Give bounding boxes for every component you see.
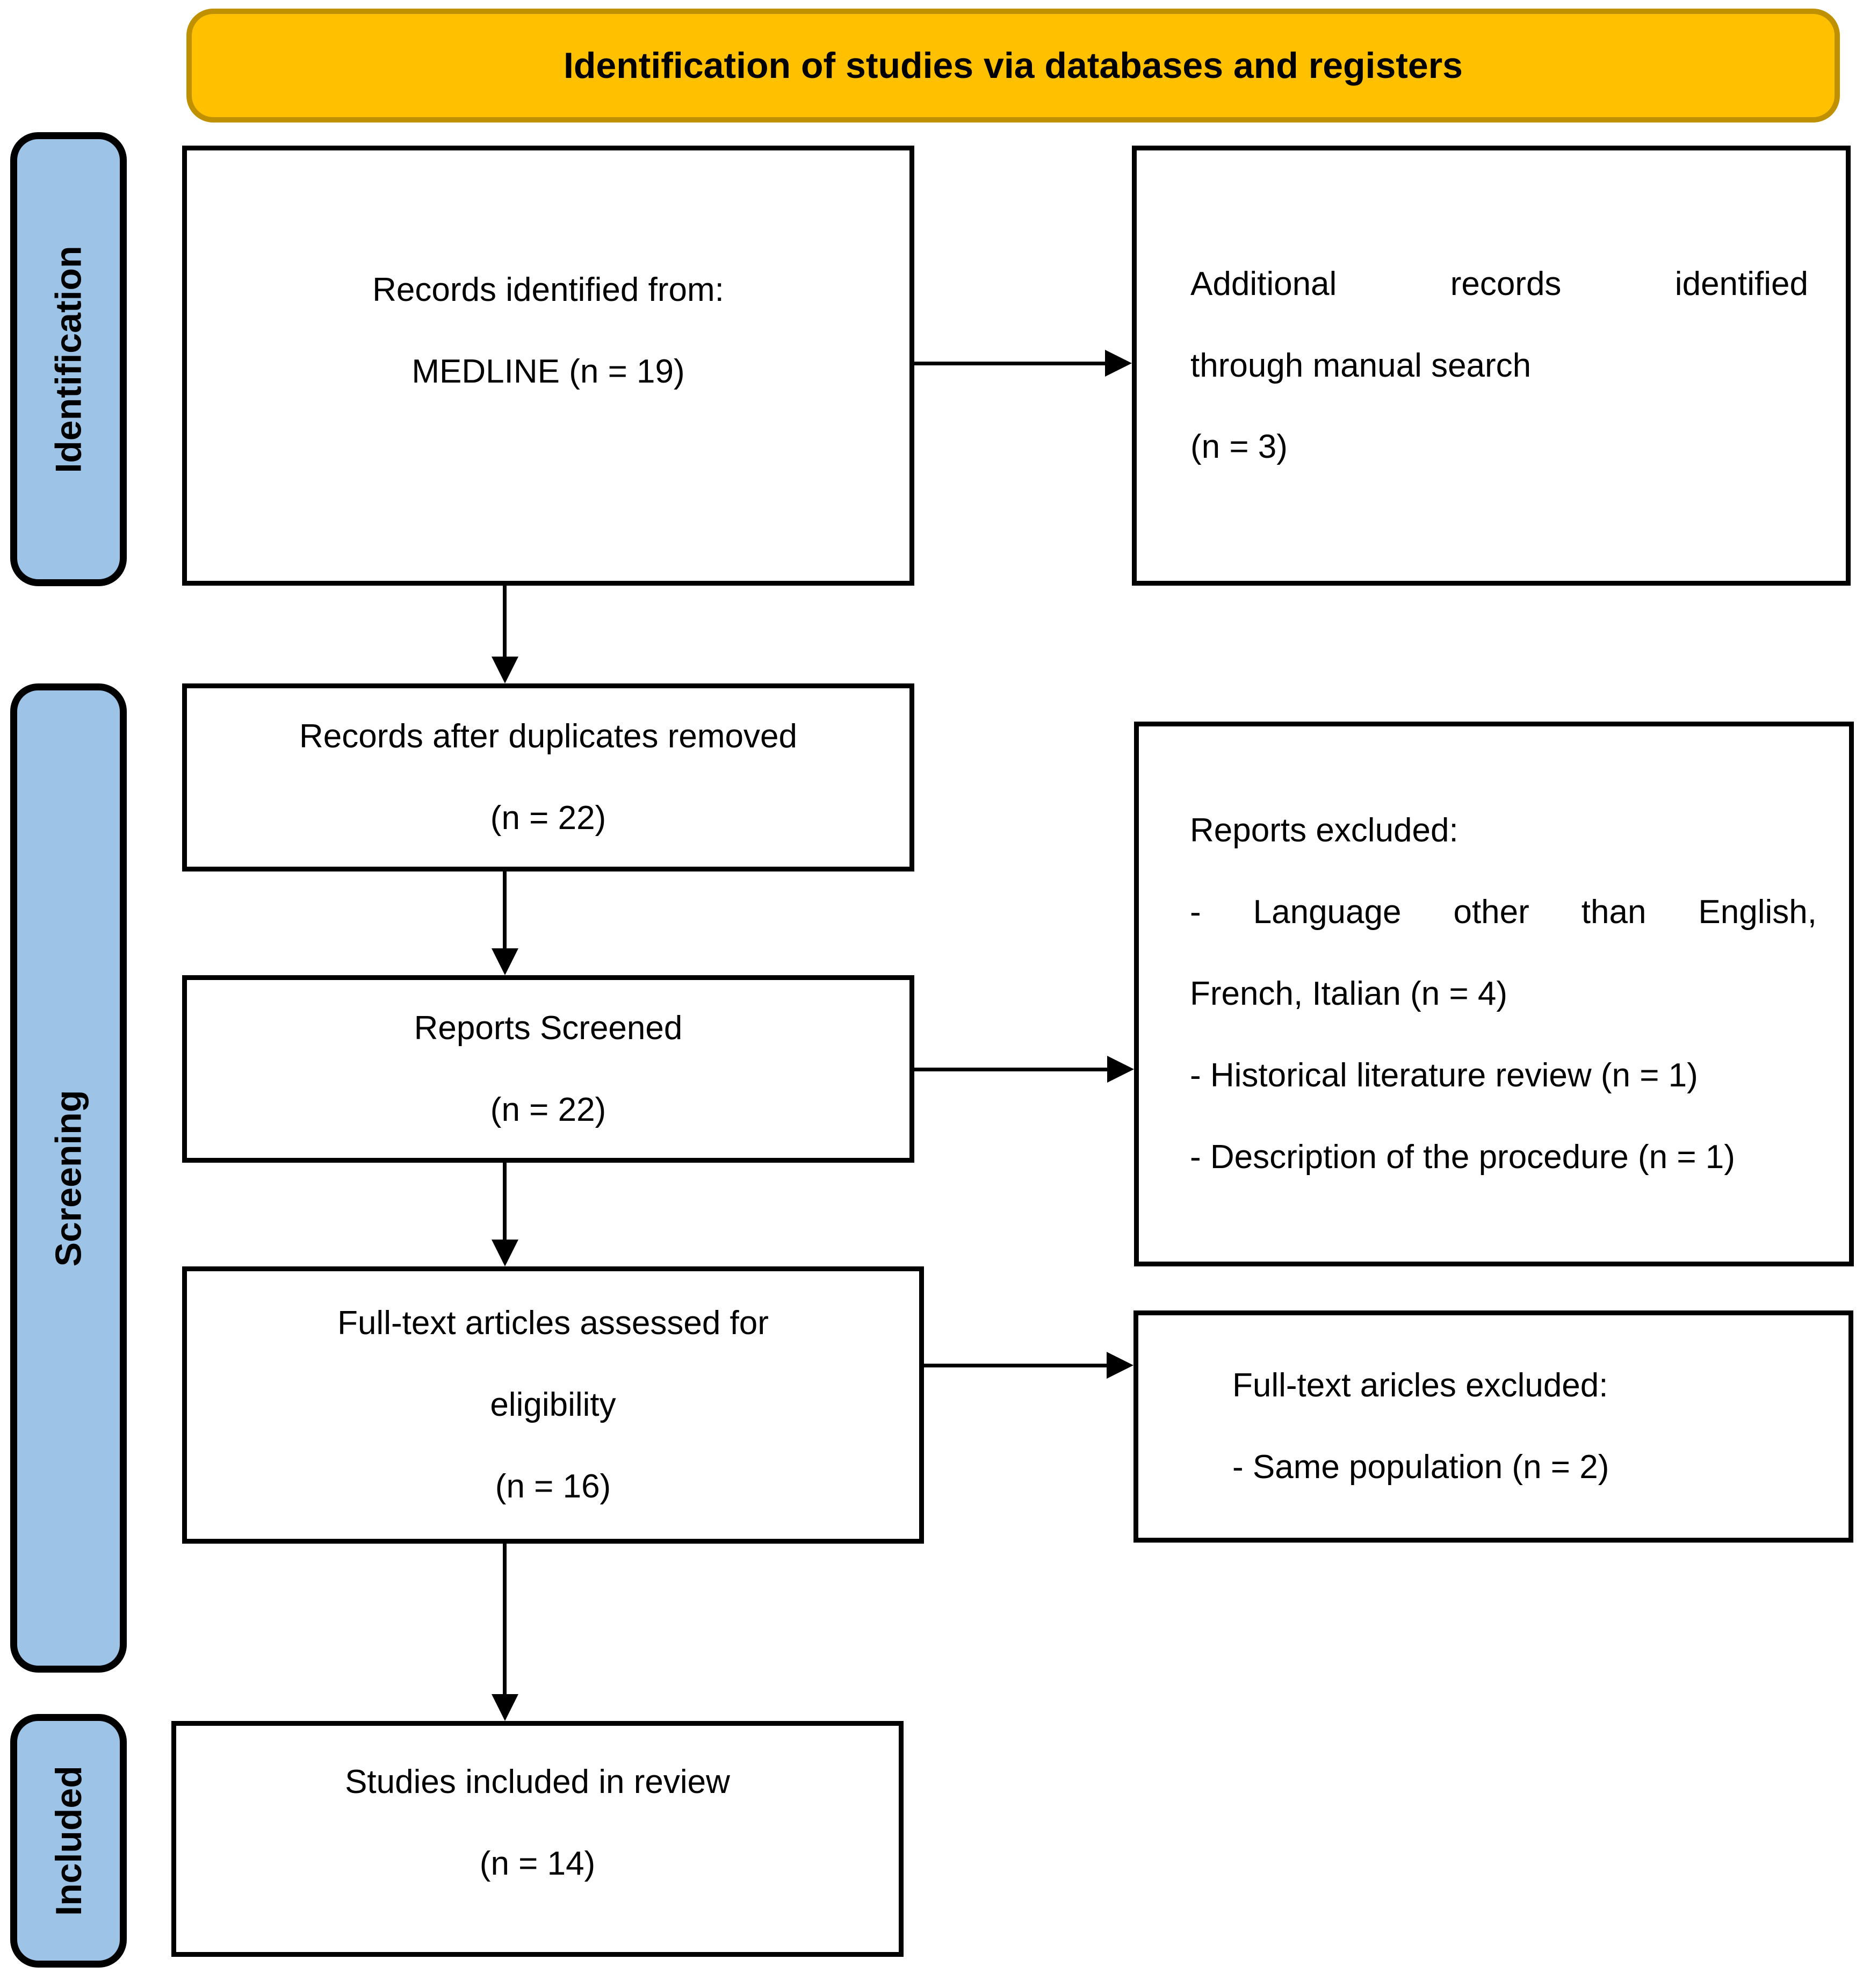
reports-excluded-item-description: - Description of the procedure (n = 1)	[1190, 1138, 1735, 1176]
arrow-fulltext-to-excluded-head	[1107, 1352, 1133, 1379]
fulltext-assessed-line-2: eligibility	[490, 1386, 616, 1424]
arrow-records-to-duplicates-line	[503, 586, 507, 658]
additional-records-box: Additional records identified through ma…	[1132, 146, 1851, 586]
additional-records-line-1: Additional records identified	[1190, 265, 1808, 302]
arrow-duplicates-to-screened-head	[492, 948, 518, 975]
records-identified-line: Records identified from:	[372, 271, 724, 308]
stage-label-identification: Identification	[10, 132, 127, 586]
reports-excluded-item-language-1: - Language other than English,	[1190, 894, 1817, 931]
arrow-screened-to-excluded-line	[914, 1068, 1110, 1071]
duplicates-removed-count: (n = 22)	[490, 799, 606, 837]
arrow-fulltext-to-included-line	[503, 1544, 507, 1697]
reports-screened-line: Reports Screened	[414, 1009, 683, 1047]
studies-included-count: (n = 14)	[479, 1845, 596, 1882]
stage-label-identification-text: Identification	[48, 245, 89, 473]
reports-screened-box: Reports Screened (n = 22)	[182, 975, 914, 1163]
studies-included-line: Studies included in review	[345, 1763, 730, 1800]
stage-label-screening-text: Screening	[48, 1090, 89, 1266]
arrow-records-to-additional-line	[914, 362, 1108, 365]
arrow-screened-to-excluded-head	[1107, 1056, 1134, 1083]
stage-label-included: Included	[10, 1714, 127, 1968]
arrow-records-to-duplicates-head	[492, 657, 518, 683]
fulltext-excluded-title: Full-text aricles excluded:	[1232, 1367, 1608, 1404]
arrow-duplicates-to-screened-line	[503, 871, 507, 949]
fulltext-excluded-box: Full-text aricles excluded: - Same popul…	[1133, 1310, 1853, 1543]
additional-records-count: (n = 3)	[1190, 428, 1288, 466]
stage-label-screening: Screening	[10, 683, 127, 1673]
reports-screened-count: (n = 22)	[490, 1091, 606, 1128]
additional-records-line-2: through manual search	[1190, 347, 1532, 384]
arrow-screened-to-fulltext-line	[503, 1163, 507, 1241]
records-identified-box: Records identified from: MEDLINE (n = 19…	[182, 146, 914, 586]
reports-excluded-item-historical: - Historical literature review (n = 1)	[1190, 1056, 1698, 1094]
fulltext-excluded-item: - Same population (n = 2)	[1232, 1449, 1609, 1486]
duplicates-removed-line: Records after duplicates removed	[299, 718, 797, 755]
stage-label-included-text: Included	[48, 1766, 89, 1916]
records-identified-count: MEDLINE (n = 19)	[411, 352, 685, 390]
arrow-fulltext-to-excluded-line	[924, 1364, 1110, 1367]
fulltext-assessed-box: Full-text articles assessed for eligibil…	[182, 1266, 924, 1544]
studies-included-box: Studies included in review (n = 14)	[171, 1721, 904, 1957]
reports-excluded-title: Reports excluded:	[1190, 812, 1458, 849]
fulltext-assessed-line-1: Full-text articles assessed for	[337, 1305, 769, 1342]
reports-excluded-box: Reports excluded: - Language other than …	[1134, 722, 1854, 1266]
arrow-screened-to-fulltext-head	[492, 1240, 518, 1266]
reports-excluded-item-language-2: French, Italian (n = 4)	[1190, 975, 1507, 1013]
banner-title: Identification of studies via databases …	[563, 45, 1463, 86]
arrow-records-to-additional-head	[1105, 350, 1132, 377]
arrow-fulltext-to-included-head	[492, 1694, 518, 1721]
duplicates-removed-box: Records after duplicates removed (n = 22…	[182, 683, 914, 871]
banner: Identification of studies via databases …	[186, 9, 1840, 123]
fulltext-assessed-count: (n = 16)	[495, 1467, 611, 1505]
